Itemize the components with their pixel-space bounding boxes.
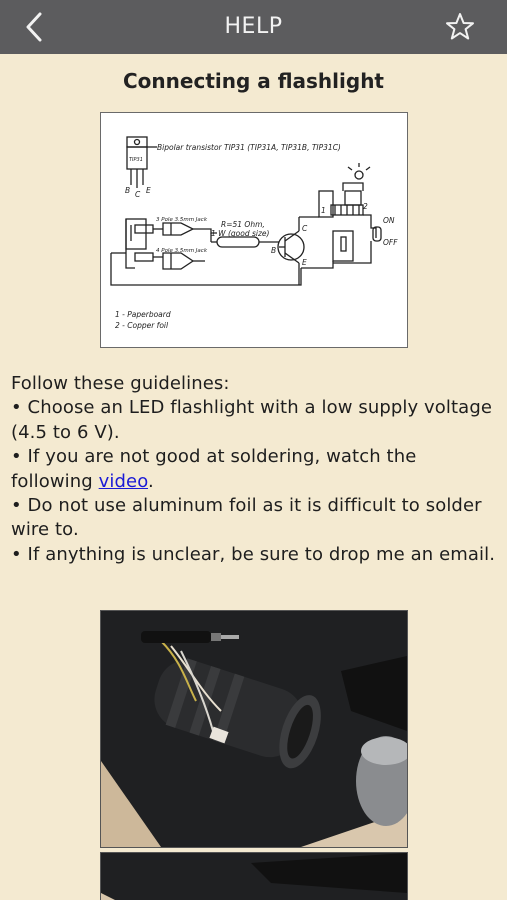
schematic-diagram: Bipolar transistor TIP31 (TIP31A, TIP31B… — [100, 112, 408, 348]
schematic-label-1: 1 — [321, 206, 326, 215]
schematic-transistor-c: C — [302, 224, 308, 233]
schematic-label-2: 2 — [363, 202, 368, 211]
guideline-bullet-2-end: . — [148, 470, 154, 492]
schematic-resistor-power: 1 W (good size) — [211, 229, 270, 238]
schematic-legend-1: 1 - Paperboard — [115, 310, 171, 319]
chevron-left-icon[interactable] — [18, 10, 52, 44]
schematic-transistor-e: E — [302, 258, 307, 267]
schematic-pin-e: E — [146, 186, 151, 195]
schematic-jack3: 3 Pole 3.5mm Jack — [156, 217, 208, 223]
page-title: HELP — [224, 14, 283, 39]
schematic-transistor-label: Bipolar transistor TIP31 (TIP31A, TIP31B… — [157, 143, 341, 152]
guideline-bullet-4: • If anything is unclear, be sure to dro… — [11, 543, 496, 565]
schematic-resistor-value: R=51 Ohm, — [221, 220, 265, 229]
schematic-transistor-b: B — [271, 246, 276, 255]
schematic-switch-off: OFF — [383, 238, 398, 247]
schematic-jack4: 4 Pole 3.5mm Jack — [156, 248, 208, 254]
star-outline-icon[interactable] — [445, 12, 475, 42]
video-link[interactable]: video — [98, 470, 149, 492]
guideline-bullet-1: • Choose an LED flashlight with a low su… — [11, 397, 493, 443]
schematic-pin-b: B — [125, 186, 130, 195]
guidelines-intro: Follow these guidelines: — [11, 373, 230, 394]
article-heading: Connecting a flashlight — [123, 69, 384, 93]
flashlight-photo-2 — [100, 852, 408, 900]
schematic-pin-c: C — [135, 190, 141, 199]
guideline-bullet-2-text: • If you are not good at soldering, watc… — [11, 446, 417, 492]
schematic-chip-label: TIP31 — [129, 157, 143, 163]
guideline-bullet-3: • Do not use aluminum foil as it is diff… — [11, 495, 482, 541]
flashlight-wiring-photo — [100, 610, 408, 848]
guideline-bullet-2: • If you are not good at soldering, watc… — [11, 445, 503, 494]
nav-bar: HELP — [0, 0, 507, 54]
schematic-switch-on: ON — [383, 216, 395, 225]
schematic-legend-2: 2 - Copper foil — [115, 321, 169, 330]
guidelines-text: Follow these guidelines: • Choose an LED… — [11, 372, 503, 567]
schematic-svg: Bipolar transistor TIP31 (TIP31A, TIP31B… — [110, 136, 398, 330]
transistor-tab — [126, 136, 148, 148]
help-content[interactable]: Connecting a flashlight — [0, 54, 507, 900]
